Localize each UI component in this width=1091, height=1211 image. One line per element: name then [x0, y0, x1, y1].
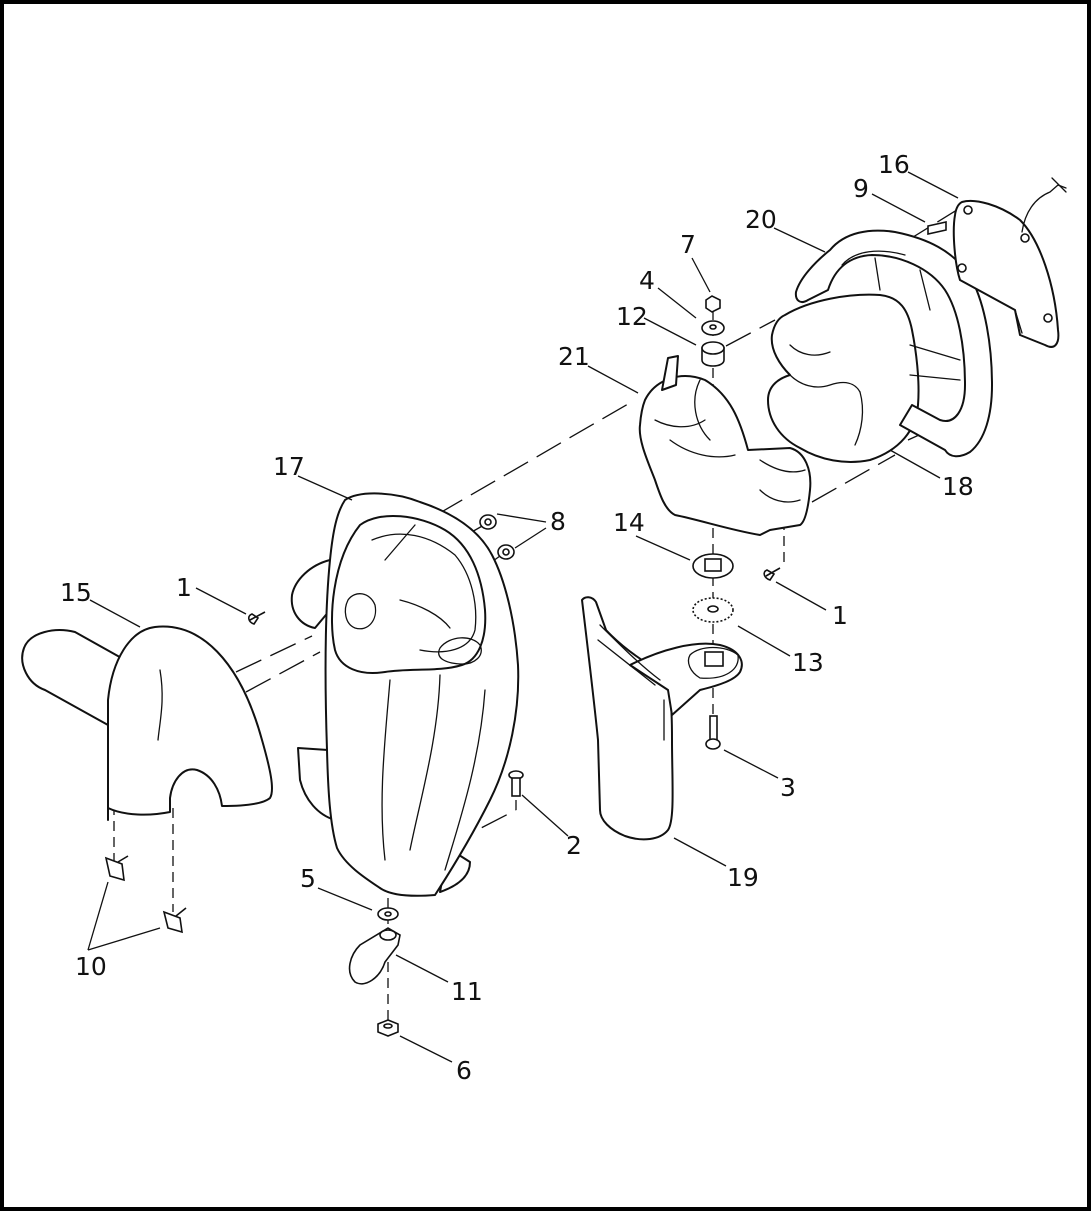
- part-19-lever-mount: [581, 596, 743, 841]
- callout-16: 16: [878, 150, 910, 179]
- callout-14: 14: [613, 508, 645, 537]
- callout-10: 10: [75, 952, 107, 981]
- callout-18: 18: [942, 472, 974, 501]
- clamp-11: [348, 927, 401, 985]
- callout-8: 8: [550, 507, 566, 536]
- callout-2: 2: [566, 831, 582, 860]
- part-16-end-panel: [952, 177, 1067, 348]
- callout-12: 12: [616, 302, 648, 331]
- screw-9: [927, 221, 947, 235]
- part-17-switch-housing: [290, 492, 520, 897]
- callout-6: 6: [456, 1056, 472, 1085]
- part-15-housing-cover: [21, 625, 273, 821]
- nut-7: [705, 295, 721, 313]
- callout-15: 15: [60, 578, 92, 607]
- callout-19: 19: [727, 863, 759, 892]
- callout-17: 17: [273, 452, 305, 481]
- callout-9: 9: [853, 174, 869, 203]
- part-21-grip-housing: [638, 355, 812, 536]
- hardware: [104, 221, 947, 1037]
- callout-13: 13: [792, 648, 824, 677]
- callout-5: 5: [300, 864, 316, 893]
- part-18-top-cover: [767, 293, 920, 463]
- callout-3: 3: [780, 773, 796, 802]
- leader-lines: [87, 171, 959, 1063]
- callout-1-left: 1: [176, 573, 192, 602]
- callout-7: 7: [680, 230, 696, 259]
- clip-10-upper: [104, 856, 125, 882]
- callout-1-right: 1: [832, 601, 848, 630]
- callout-21: 21: [558, 342, 590, 371]
- screw-3: [709, 715, 718, 741]
- callout-4: 4: [639, 266, 655, 295]
- callout-11: 11: [451, 977, 483, 1006]
- callout-labels: 16 9 20 7 4 12 21 17 8 18 14 15 1 1 13 3…: [60, 150, 974, 1085]
- clip-10-lower: [162, 910, 183, 934]
- screw-1-right: [763, 567, 781, 581]
- callout-20: 20: [745, 205, 777, 234]
- screw-1-left: [248, 611, 266, 625]
